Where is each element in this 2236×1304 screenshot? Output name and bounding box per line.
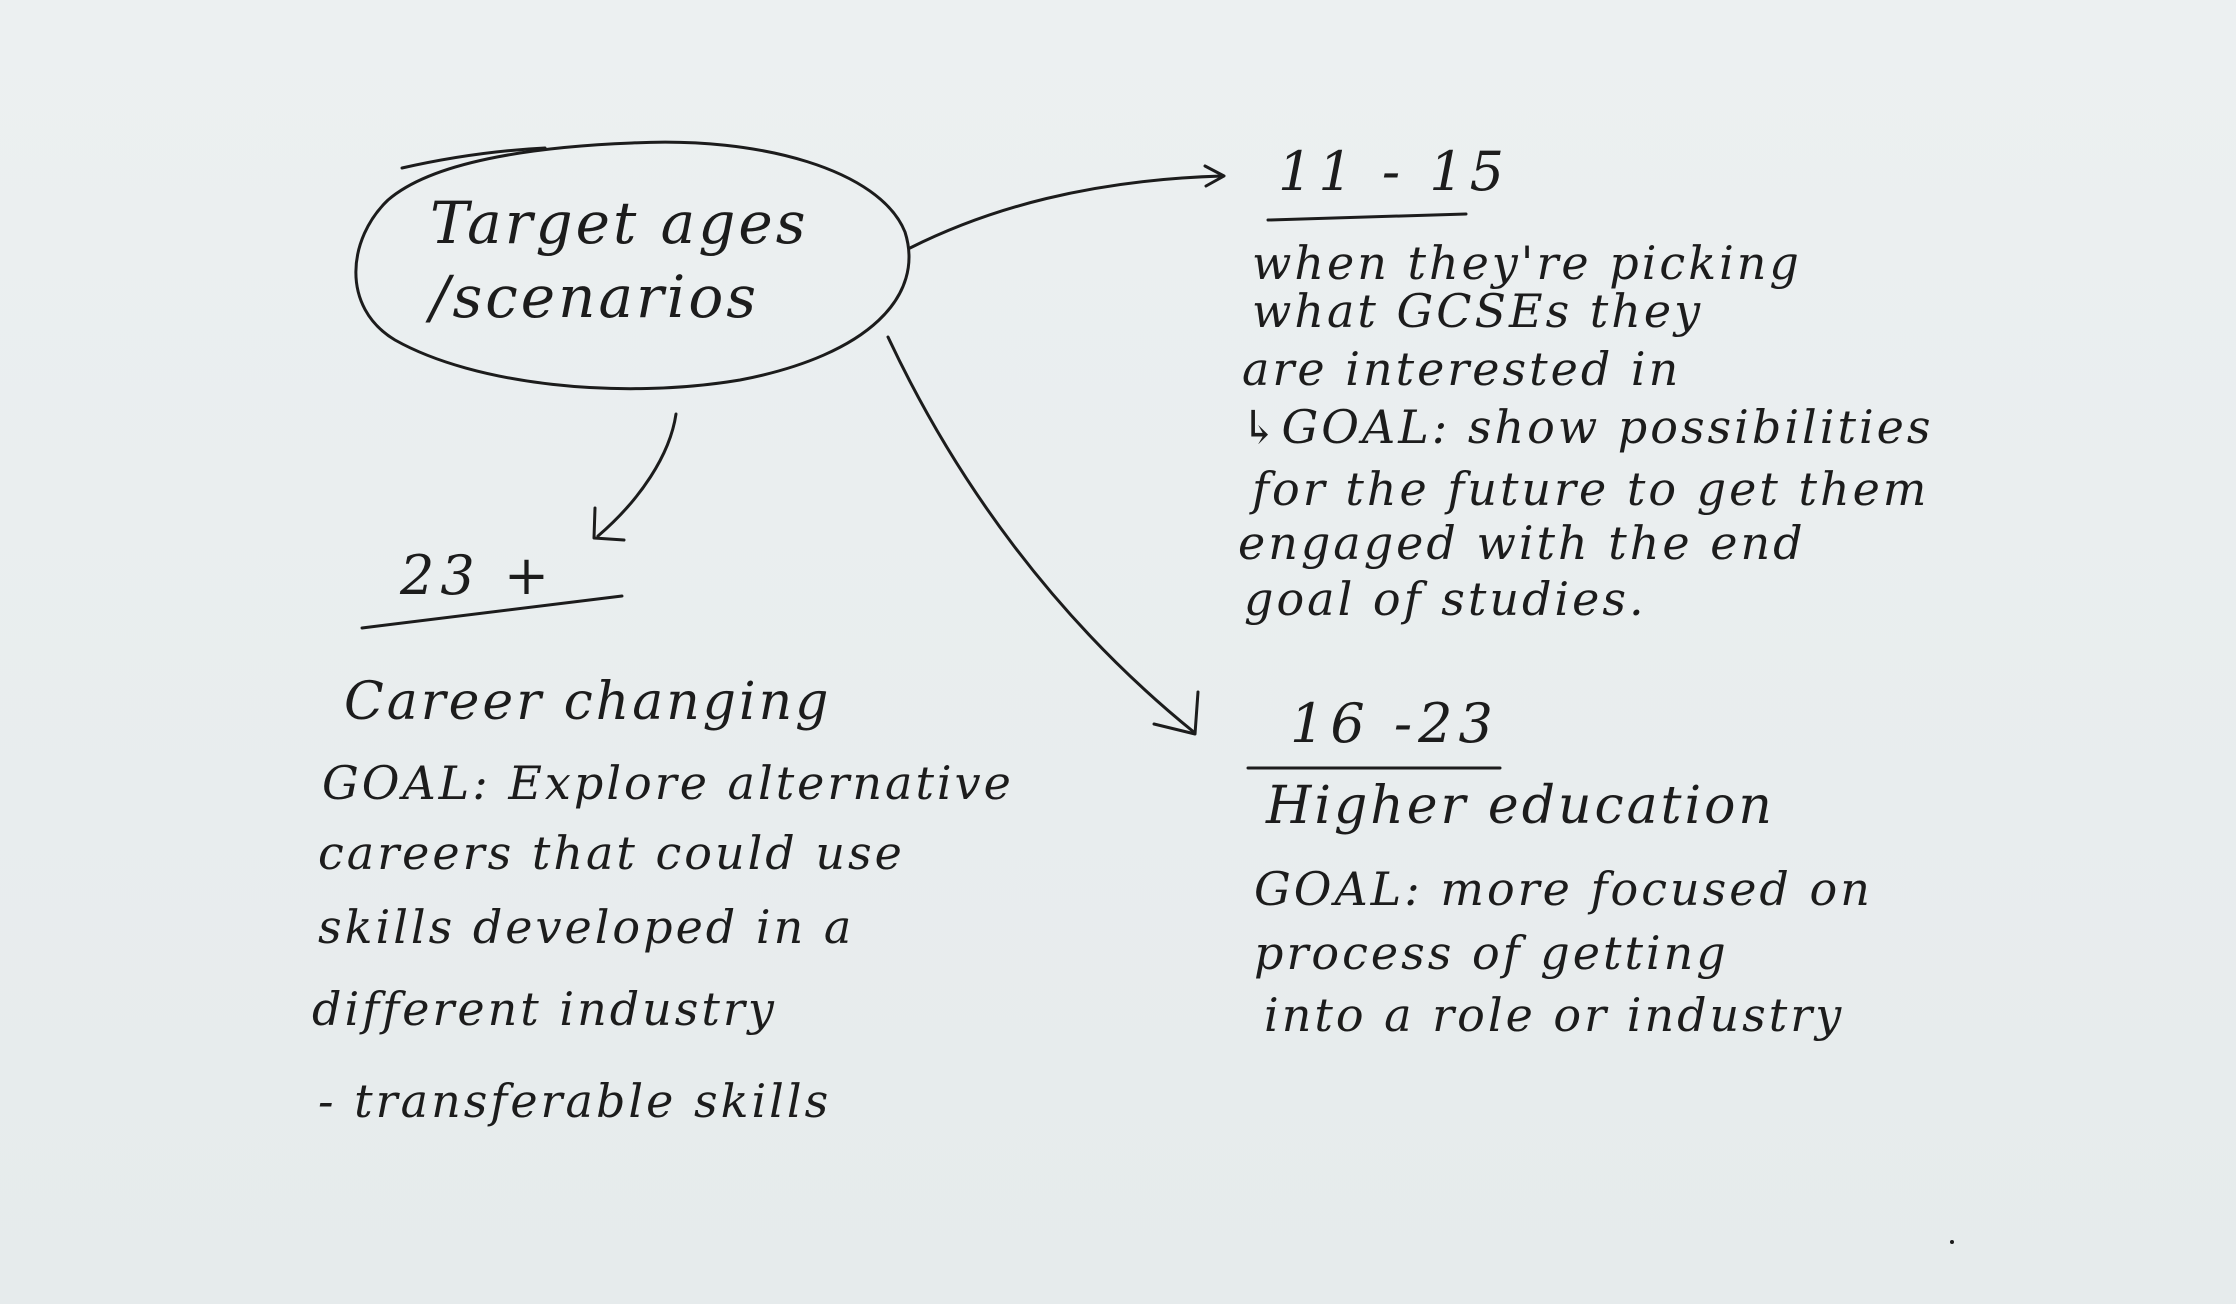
branch-11-15-line: for the future to get them <box>1252 462 1930 516</box>
arrowhead-23-plus <box>592 506 626 542</box>
branch-16-23-scenario: Higher education <box>1266 776 1775 836</box>
branch-23-plus-line: careers that could use <box>318 826 905 880</box>
branch-11-15-line: goal of studies. <box>1244 572 1647 626</box>
branch-23-plus-line: - transferable skills <box>318 1074 832 1128</box>
branch-23-plus-line: different industry <box>312 982 777 1036</box>
branch-11-15-heading: 11 - 15 <box>1278 140 1511 203</box>
central-topic-overline <box>400 146 547 170</box>
branch-16-23-line: process of getting <box>1254 926 1729 980</box>
arrowhead-16-23 <box>1152 690 1200 736</box>
branch-11-15-line: what GCSEs they <box>1252 284 1704 338</box>
branch-23-plus-goal-line: GOAL: Explore alternative <box>322 756 1014 810</box>
branch-23-plus-scenario: Career changing <box>344 672 832 732</box>
stray-dot <box>1950 1240 1954 1244</box>
underline-11-15 <box>1266 212 1468 222</box>
connector-to-23-plus <box>596 412 678 538</box>
branch-23-plus-line: skills developed in a <box>318 900 855 954</box>
branch-11-15-goal-line: ↳GOAL: show possibilities <box>1240 400 1934 454</box>
central-topic-line-2: /scenarios <box>430 263 760 331</box>
branch-16-23-line: into a role or industry <box>1264 988 1845 1042</box>
underline-23-plus <box>360 594 624 630</box>
connector-to-16-23 <box>886 335 1197 735</box>
arrowhead-11-15 <box>1203 164 1226 188</box>
central-topic-oval <box>354 140 911 391</box>
central-topic-line-1: Target ages <box>430 189 809 257</box>
central-topic-title: Target ages /scenarios <box>430 186 808 334</box>
connector-to-11-15 <box>908 174 1224 250</box>
branch-16-23-heading: 16 -23 <box>1290 692 1499 755</box>
branch-23-plus-heading: 23 + <box>400 544 556 607</box>
branch-16-23-goal-line: GOAL: more focused on <box>1254 862 1873 916</box>
branch-11-15-line: are interested in <box>1242 342 1682 396</box>
branch-11-15-line: engaged with the end <box>1238 516 1806 570</box>
branch-11-15-line: when they're picking <box>1252 236 1802 290</box>
